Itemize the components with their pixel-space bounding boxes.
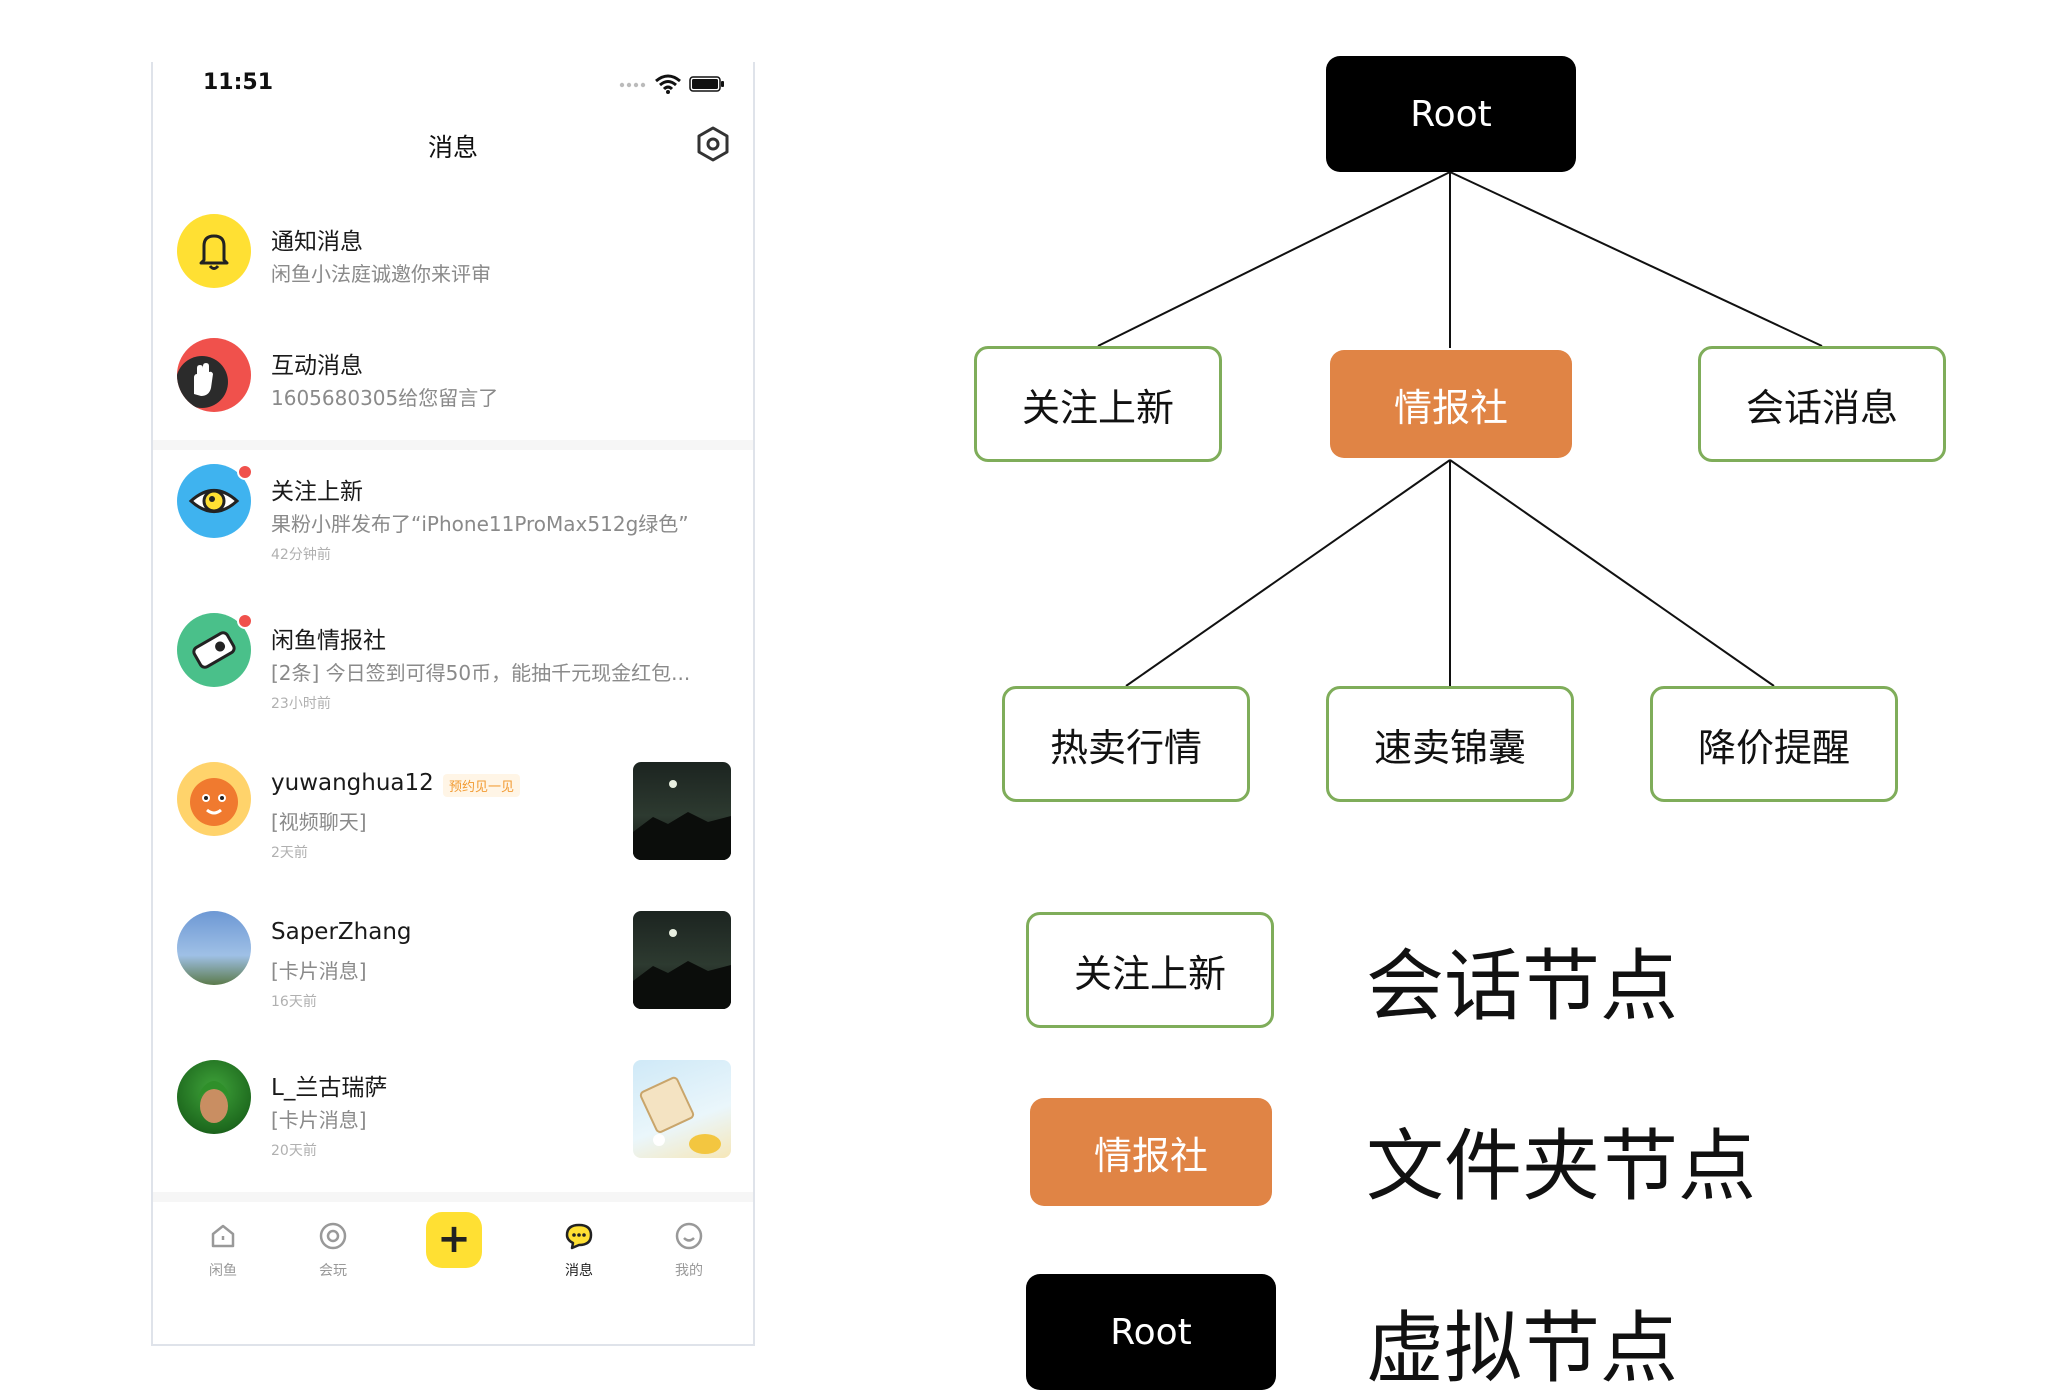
item-subtitle: [视频聊天] [271,810,367,834]
home-icon [211,1224,235,1248]
node-hot-market: 热卖行情 [1002,686,1250,802]
mascot-avatar-icon [190,778,238,826]
tab-bar: 闲鱼 会玩 + 消息 我的 [153,1212,753,1282]
avatar [177,1060,251,1134]
node-quick-sell: 速卖锦囊 [1326,686,1574,802]
tab-label: 消息 [565,1263,593,1279]
page-title: 消息 [427,133,478,162]
signal-dots-icon [619,82,646,88]
play-icon [319,1222,347,1250]
list-item-interaction[interactable]: 互动消息 1605680305给您留言了 [153,338,753,448]
item-subtitle: [卡片消息] [271,959,367,983]
item-title: L_兰古瑞萨 [271,1075,388,1101]
tab-messages[interactable]: 消息 [549,1220,609,1280]
status-time: 11:51 [203,70,274,95]
node-session-msg: 会话消息 [1698,346,1946,462]
wifi-icon [655,74,681,94]
tab-mine[interactable]: 我的 [659,1220,719,1280]
item-title: 互动消息 [271,353,363,379]
legend-folder-swatch: 情报社 [1030,1098,1272,1206]
avatar [177,762,251,836]
appointment-badge: 预约见一见 [443,774,521,797]
unread-dot [237,464,253,480]
list-item-follow-new[interactable]: 关注上新 果粉小胖发布了“iPhone11ProMax512g绿色” 42分钟前 [153,464,753,584]
item-title: SaperZhang [271,919,412,945]
item-subtitle: 果粉小胖发布了“iPhone11ProMax512g绿色” [271,512,689,536]
item-title: 通知消息 [271,229,363,255]
edge-intel-price [1449,459,1775,687]
night-scene-image [633,780,731,860]
item-thumbnail [633,911,731,1009]
edge-intel-hot [1125,459,1451,687]
tab-label: 会玩 [319,1263,347,1279]
tag-icon [192,631,236,669]
list-item-notification[interactable]: 通知消息 闲鱼小法庭诚邀你来评审 [153,214,753,324]
item-subtitle: 1605680305给您留言了 [271,386,499,410]
item-thumbnail [633,1060,731,1158]
node-price-alert: 降价提醒 [1650,686,1898,802]
item-time: 20天前 [271,1143,317,1159]
legend-session-swatch: 关注上新 [1026,912,1274,1028]
hand-icon [177,356,228,408]
root-node: Root [1326,56,1576,172]
smile-icon [675,1222,703,1250]
item-subtitle: 闲鱼小法庭诚邀你来评审 [271,262,491,286]
legend-folder-label: 文件夹节点 [1366,1122,1757,1212]
list-item-chat[interactable]: yuwanghua12 预约见一见 [视频聊天] 2天前 [153,762,753,882]
item-thumbnail [633,762,731,860]
anime-avatar-icon [197,1081,231,1123]
avatar [177,338,251,412]
item-time: 23小时前 [271,696,331,712]
battery-icon [689,76,724,92]
edge-root-follow [1097,171,1451,347]
list-item-chat[interactable]: SaperZhang [卡片消息] 16天前 [153,911,753,1031]
tab-label: 我的 [675,1263,703,1279]
item-subtitle: [2条] 今日签到可得50币，能抽千元现金红包... [271,661,691,685]
item-title: yuwanghua12 [271,770,434,796]
item-title: 关注上新 [271,479,363,505]
legend-virtual-swatch: Root [1026,1274,1276,1390]
section-divider [153,1192,753,1202]
section-divider [153,440,753,450]
list-item-chat[interactable]: L_兰古瑞萨 [卡片消息] 20天前 [153,1060,753,1180]
chat-icon [565,1223,593,1250]
node-follow-new: 关注上新 [974,346,1222,462]
item-time: 42分钟前 [271,547,331,563]
night-scene-image [633,929,731,1009]
settings-icon[interactable] [693,124,733,164]
item-title: 闲鱼情报社 [271,628,386,654]
item-time: 2天前 [271,845,308,861]
unread-dot [237,613,253,629]
phone-screen: 11:51 消息 通知消息 闲鱼小法庭诚邀你来评审 [151,62,755,1346]
legend-virtual-label: 虚拟节点 [1366,1304,1679,1394]
coupon-card-image [639,1076,721,1154]
list-item-intel[interactable]: 闲鱼情报社 [2条] 今日签到可得50币，能抽千元现金红包... 23小时前 [153,613,753,733]
tab-play[interactable]: 会玩 [303,1220,363,1280]
bell-icon [199,234,229,270]
edge-root-session [1449,171,1823,347]
eye-icon [188,489,240,513]
avatar [177,911,251,985]
tab-home[interactable]: 闲鱼 [193,1220,253,1280]
item-subtitle: [卡片消息] [271,1108,367,1132]
avatar [177,214,251,288]
publish-button[interactable]: + [426,1212,482,1268]
legend-session-label: 会话节点 [1366,942,1679,1032]
node-intel: 情报社 [1330,350,1572,458]
status-icons [619,74,725,94]
tab-label: 闲鱼 [209,1263,237,1279]
item-time: 16天前 [271,994,317,1010]
